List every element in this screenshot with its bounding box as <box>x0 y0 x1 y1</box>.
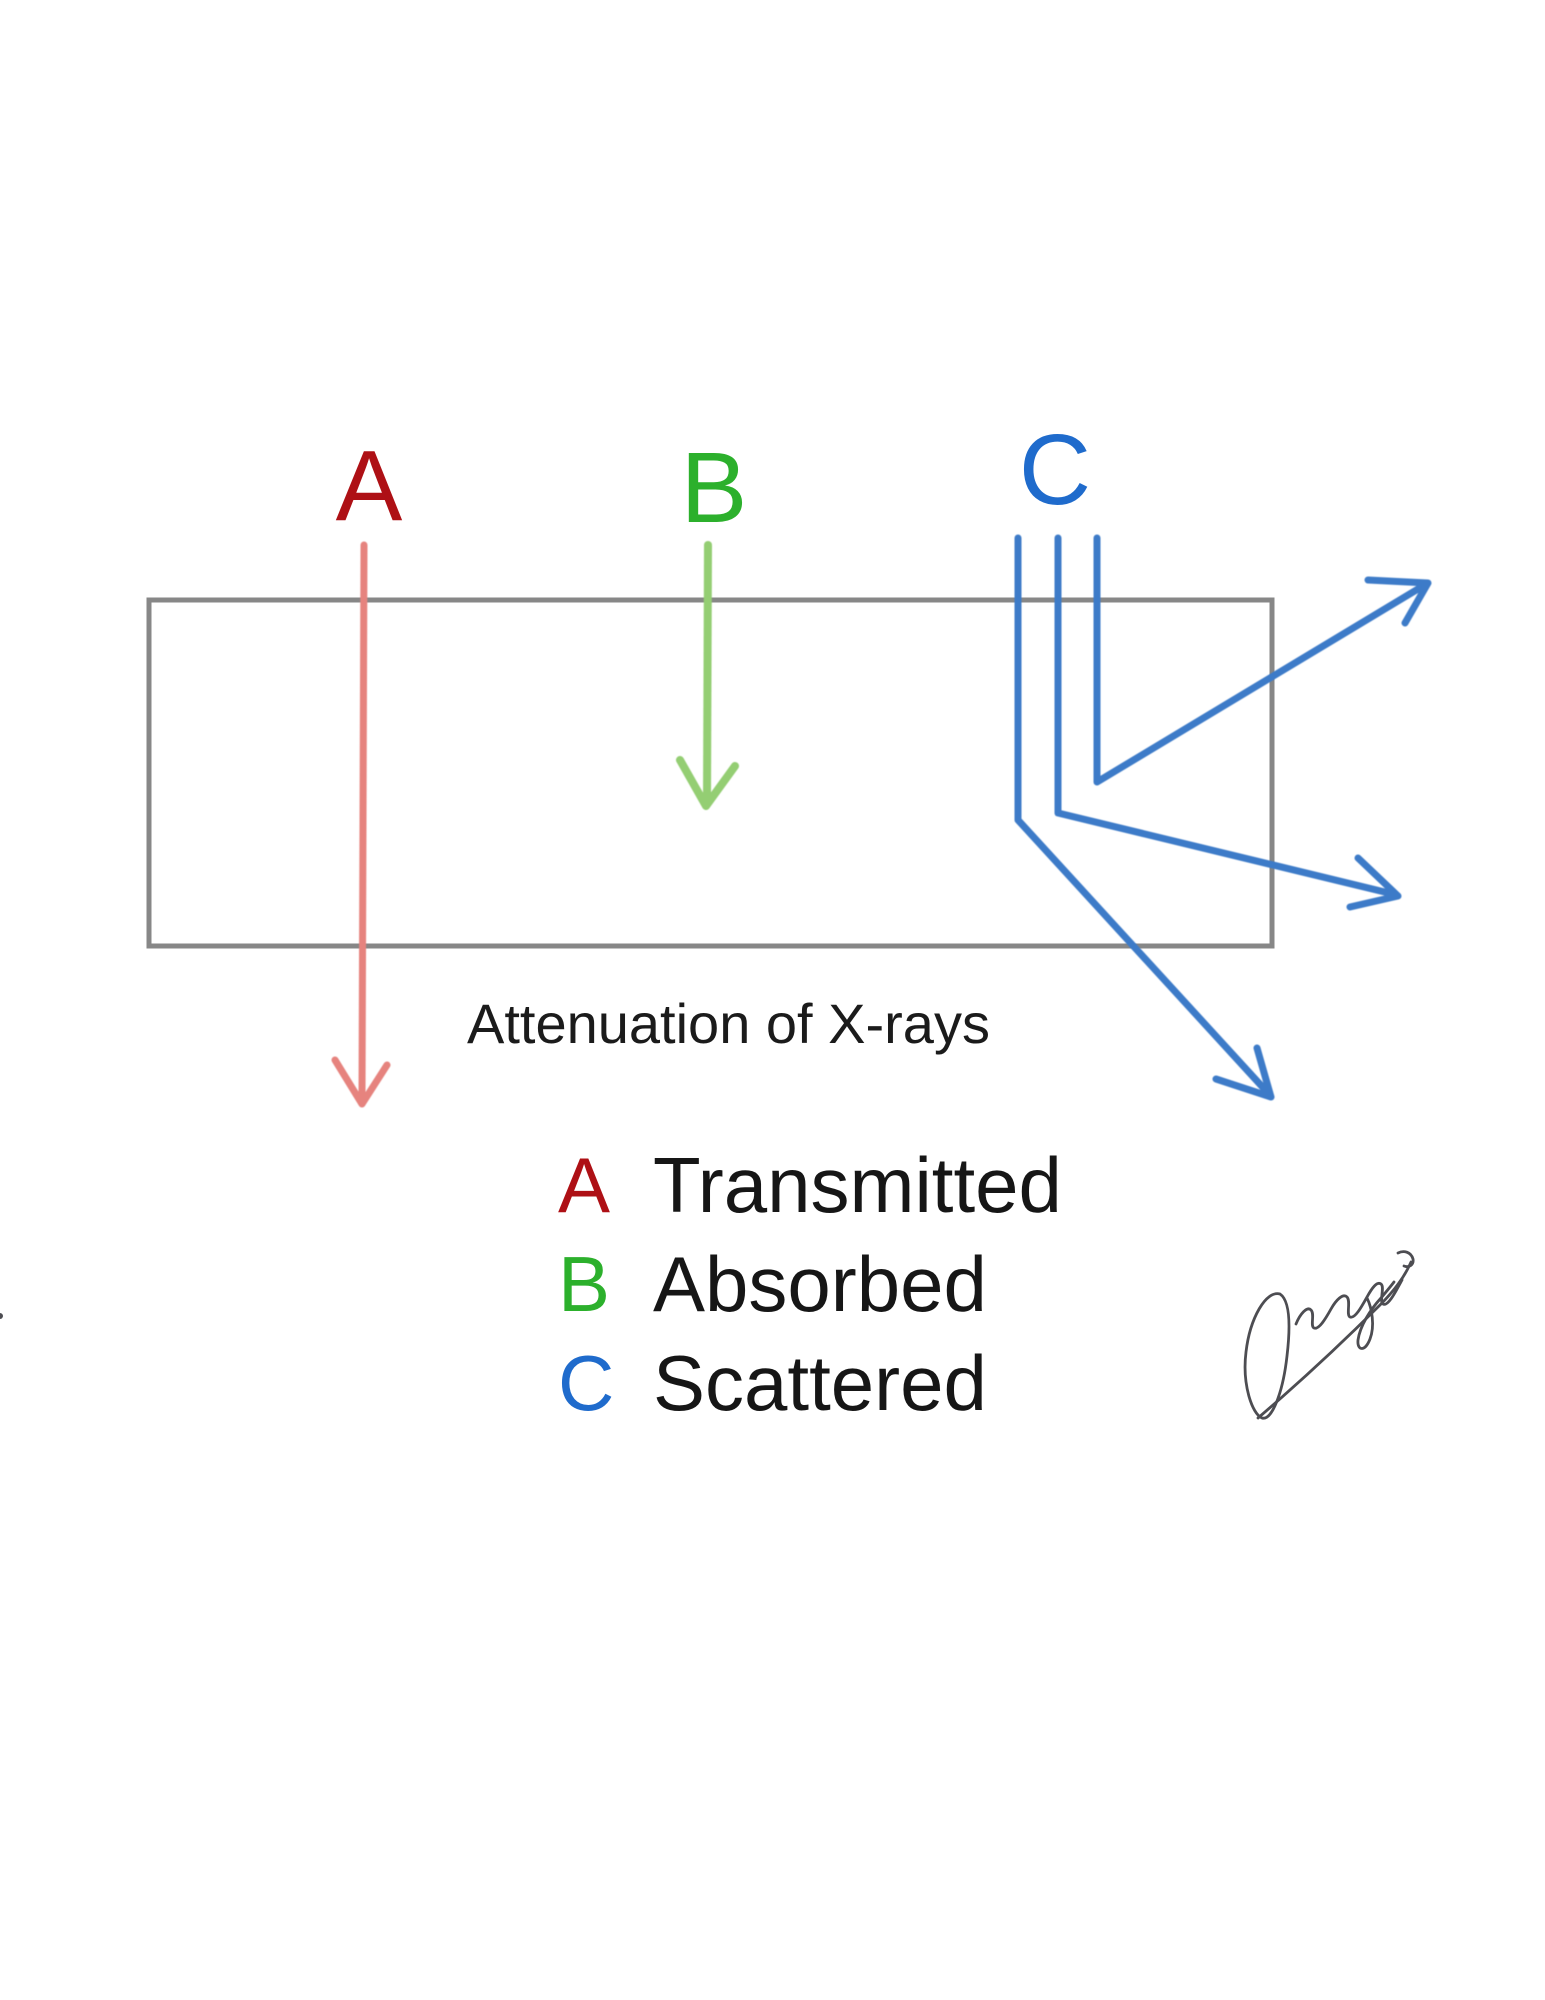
scattered-ray-down-line <box>1014 534 1272 1097</box>
absorbed-arrow <box>676 541 739 810</box>
signature-flourish <box>1256 1260 1413 1420</box>
artist-signature <box>0 1250 1415 1420</box>
scattered-arrows <box>1014 534 1432 1101</box>
legend: A Transmitted B Absorbed C Scattered <box>558 1144 1062 1441</box>
scattered-ray-right-arrowhead <box>1346 854 1402 911</box>
ray-b-label: B <box>680 432 748 544</box>
transmitted-arrow-line <box>358 541 368 1102</box>
legend-letter-a: A <box>558 1141 611 1229</box>
scattered-ray-up-arrowhead <box>1364 576 1432 627</box>
legend-term-absorbed: Absorbed <box>653 1240 987 1328</box>
signature-descender <box>1356 1280 1396 1350</box>
legend-row-scattered: C Scattered <box>558 1342 1062 1441</box>
ray-a-label: A <box>335 430 403 542</box>
legend-row-transmitted: A Transmitted <box>558 1144 1062 1243</box>
scattered-ray-up-line <box>1093 534 1427 786</box>
absorbed-arrow-line <box>703 541 712 804</box>
absorbed-arrowhead <box>676 756 739 810</box>
transmitted-arrow <box>331 541 391 1108</box>
ray-c-label: C <box>1018 414 1092 526</box>
scattered-ray-right-line <box>1054 534 1397 898</box>
legend-term-transmitted: Transmitted <box>653 1141 1062 1229</box>
legend-row-absorbed: B Absorbed <box>558 1243 1062 1342</box>
signature-dot <box>0 1313 3 1319</box>
transmitted-arrowhead <box>331 1056 391 1108</box>
signature-flourish-hook <box>1396 1250 1415 1268</box>
signature-loop <box>1243 1292 1291 1420</box>
signature-letters <box>1294 1278 1404 1330</box>
legend-term-scattered: Scattered <box>653 1339 987 1427</box>
legend-letter-c: C <box>558 1339 615 1427</box>
legend-letter-b: B <box>558 1240 611 1328</box>
scattered-ray-down-arrowhead <box>1212 1044 1275 1101</box>
diagram-title: Attenuation of X-rays <box>467 992 990 1055</box>
